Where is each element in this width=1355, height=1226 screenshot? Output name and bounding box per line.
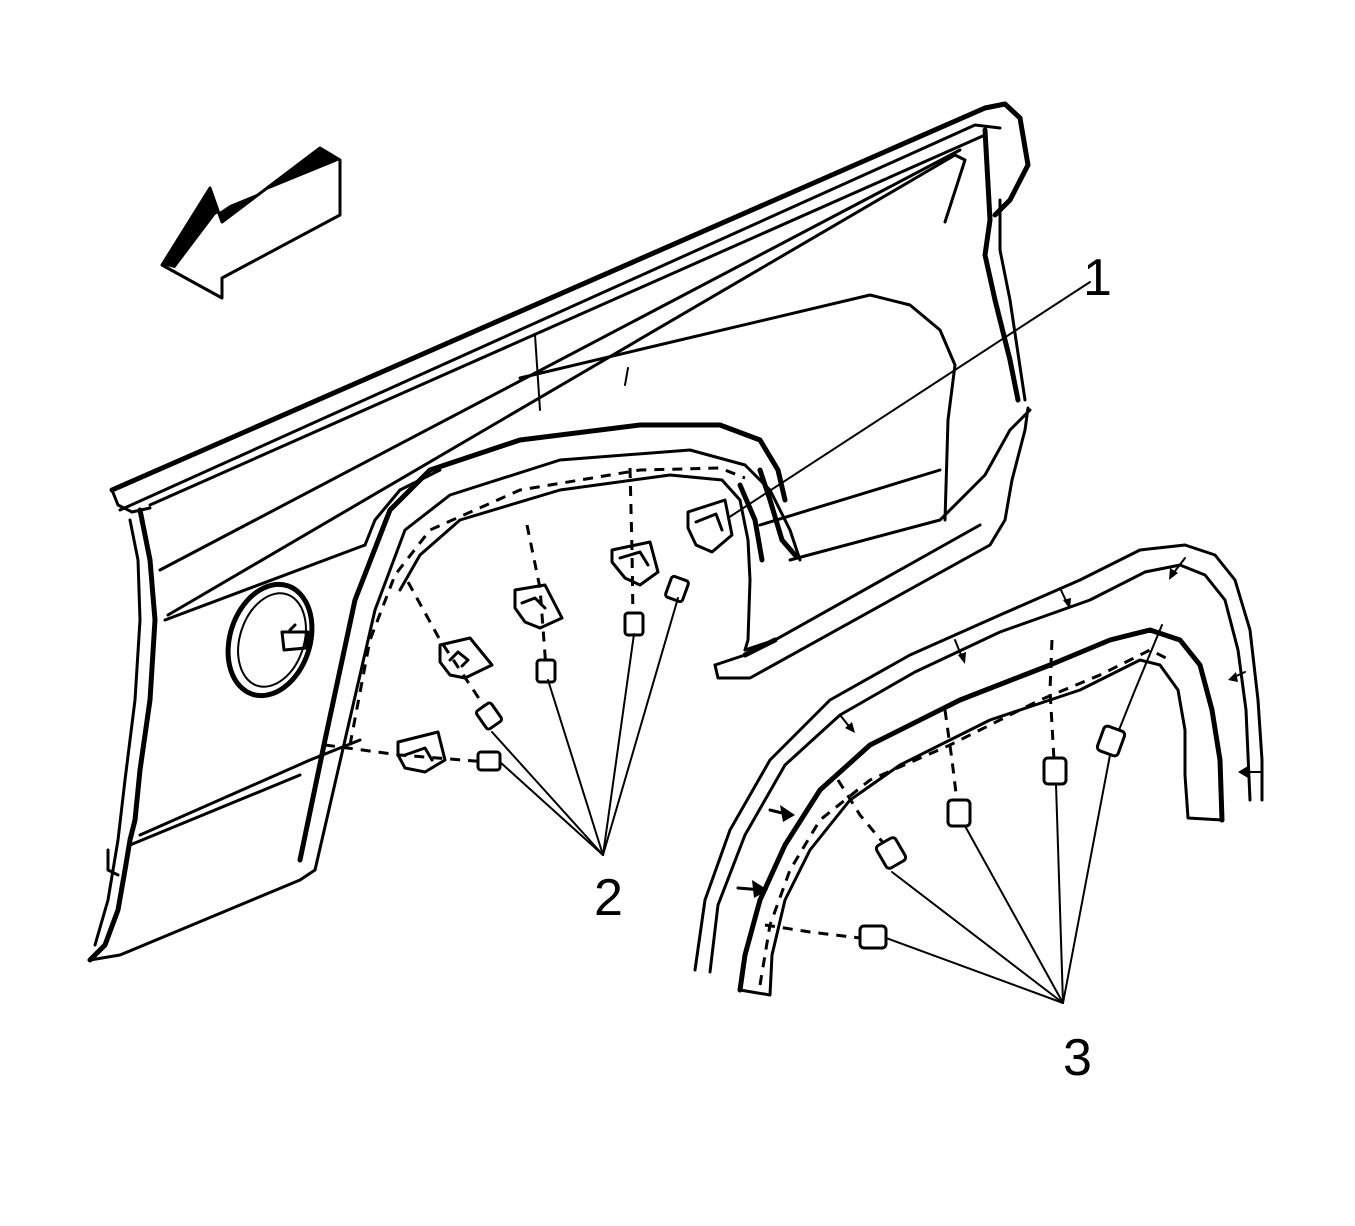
fuel-door: [225, 581, 315, 699]
bolt: [1095, 724, 1127, 758]
callout-label-2: 2: [594, 869, 623, 927]
front-direction-arrow-icon: [160, 146, 342, 300]
retainer-clip: [513, 583, 564, 630]
fasteners-on-fender: [474, 574, 690, 772]
wheel-opening: [297, 422, 802, 872]
installation-guides: [324, 467, 1163, 940]
retainer-clip: [686, 498, 734, 554]
bolt: [535, 658, 557, 684]
callout-label-1: 1: [1083, 249, 1112, 307]
bolt: [946, 798, 972, 828]
bolt: [476, 750, 502, 772]
fasteners-on-flare: [858, 724, 1127, 950]
callout-label-3: 3: [1063, 1029, 1092, 1087]
retainer-clip: [438, 636, 494, 680]
retainer-clip: [396, 730, 447, 774]
bolt: [664, 574, 690, 604]
bed-side-panel: [87, 101, 1032, 963]
bolt: [1042, 756, 1068, 786]
bolt: [874, 836, 908, 870]
leader-lines: [491, 281, 1111, 1004]
bolt: [623, 611, 645, 637]
retainer-clip: [610, 540, 660, 587]
bolt: [474, 701, 504, 731]
retainer-clips: [396, 498, 734, 774]
wheel-flare: [693, 543, 1264, 997]
bolt: [858, 924, 888, 950]
